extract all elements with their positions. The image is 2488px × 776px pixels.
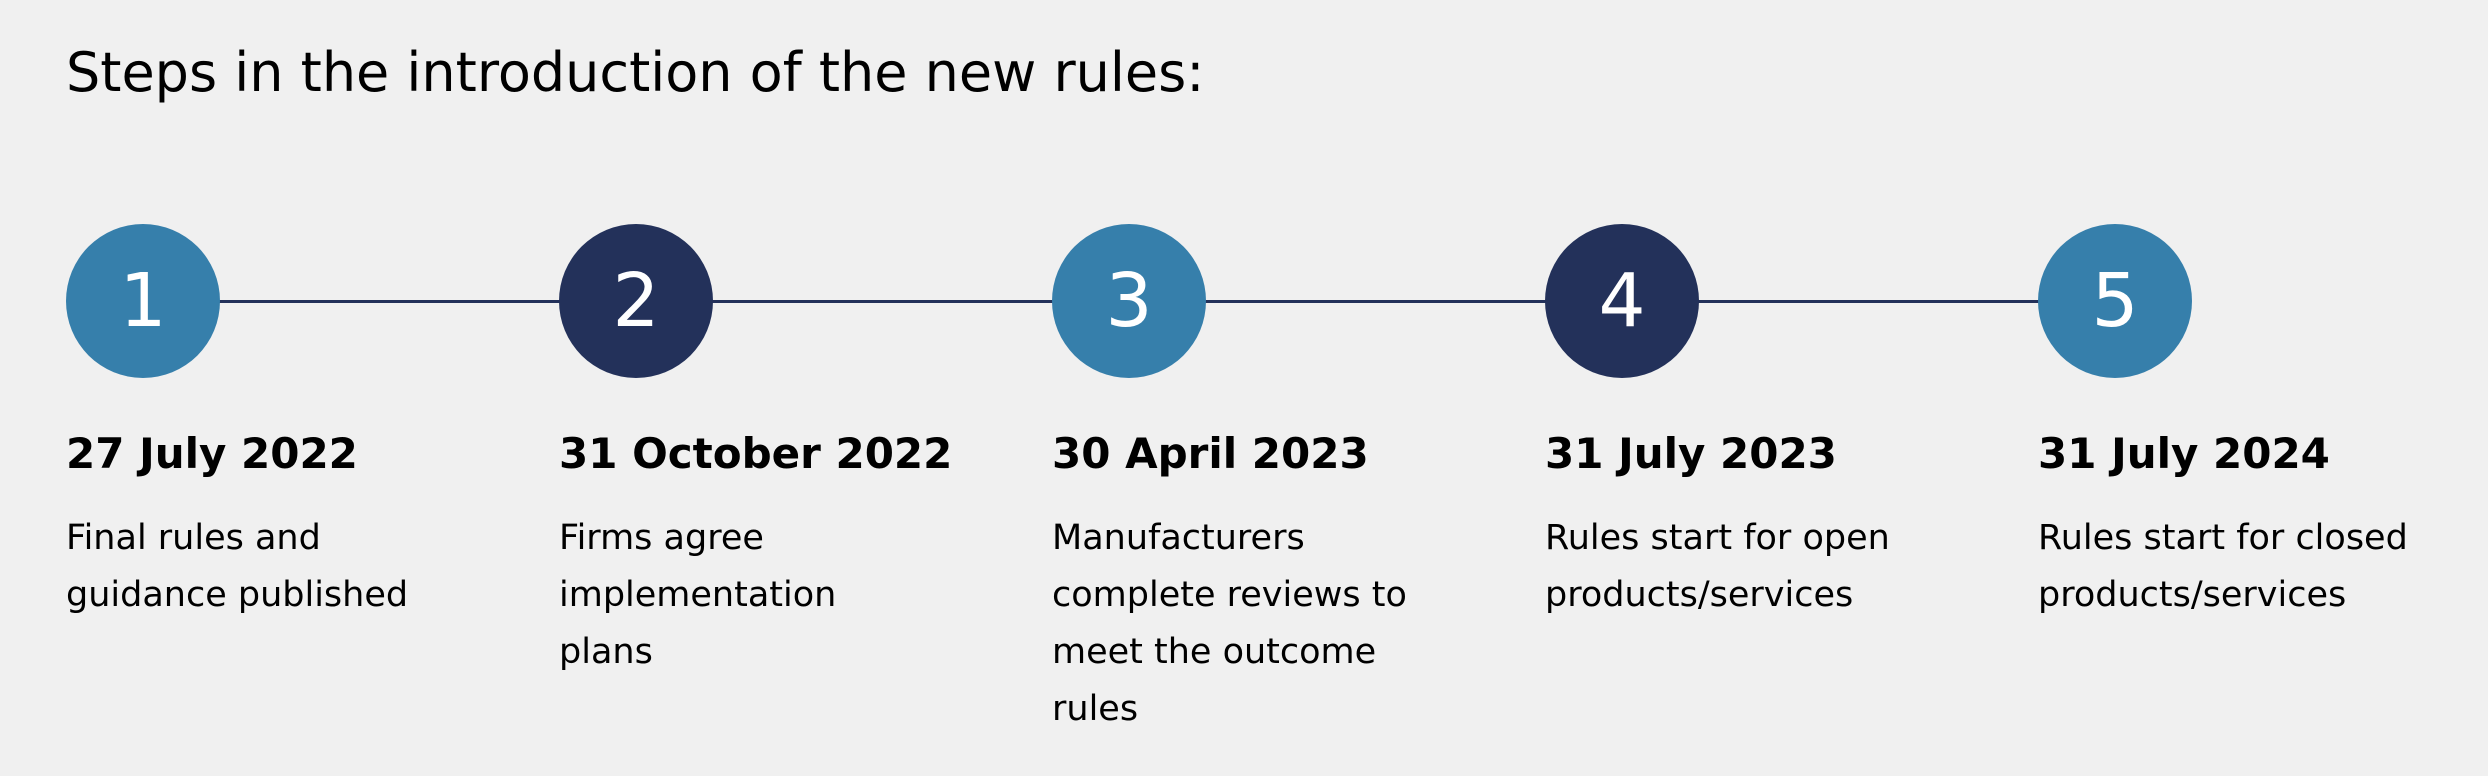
step-number-circle: 3 xyxy=(1052,224,1206,378)
step-description: Final rules and guidance published xyxy=(66,518,409,615)
page-title: Steps in the introduction of the new rul… xyxy=(66,41,1205,104)
step-description: Rules start for closed products/services xyxy=(2038,518,2408,615)
step-number-circle: 5 xyxy=(2038,224,2192,378)
step-number-circle: 2 xyxy=(559,224,713,378)
step-date: 27 July 2022 xyxy=(66,429,358,478)
timeline-step-4: 4 31 July 2023 Rules start for open prod… xyxy=(1545,224,1925,624)
step-description: Manufacturers complete reviews to meet t… xyxy=(1052,518,1407,729)
step-description: Rules start for open products/services xyxy=(1545,518,1890,615)
step-description: Firms agree implementation plans xyxy=(559,518,837,672)
step-date: 31 October 2022 xyxy=(559,429,953,478)
step-date: 31 July 2023 xyxy=(1545,429,1837,478)
step-number: 5 xyxy=(2091,258,2139,344)
step-number-circle: 4 xyxy=(1545,224,1699,378)
timeline-step-1: 1 27 July 2022 Final rules and guidance … xyxy=(66,224,446,624)
step-number: 4 xyxy=(1598,258,1646,344)
step-number: 1 xyxy=(119,258,167,344)
timeline-step-2: 2 31 October 2022 Firms agree implementa… xyxy=(559,224,953,681)
step-date: 30 April 2023 xyxy=(1052,429,1369,478)
step-number: 2 xyxy=(612,258,660,344)
step-date: 31 July 2024 xyxy=(2038,429,2330,478)
step-number: 3 xyxy=(1105,258,1153,344)
timeline-step-5: 5 31 July 2024 Rules start for closed pr… xyxy=(2038,224,2418,624)
step-number-circle: 1 xyxy=(66,224,220,378)
timeline-step-3: 3 30 April 2023 Manufacturers complete r… xyxy=(1052,224,1432,738)
